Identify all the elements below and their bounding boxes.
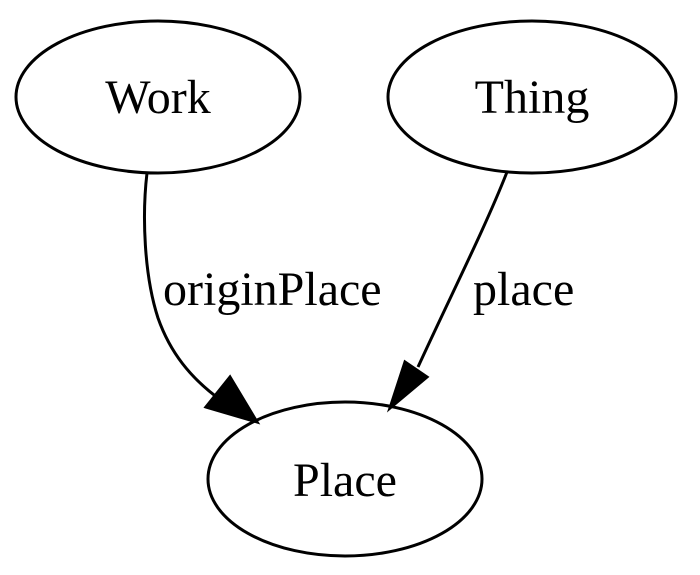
node-thing[interactable]: Thing (386, 19, 678, 175)
arrowhead-icon (203, 374, 261, 425)
node-thing-shape (386, 19, 678, 175)
edge-thing-to-place-line (416, 171, 509, 368)
edge-work-to-place-line (143, 172, 223, 403)
edge-label-originplace: originPlace (163, 263, 382, 316)
node-thing-label: Thing (475, 71, 590, 124)
arrowhead-icon (386, 359, 430, 413)
node-place-shape (206, 400, 484, 558)
node-work[interactable]: Work (14, 19, 302, 175)
edge-label-place: place (473, 263, 574, 316)
node-place[interactable]: Place (206, 400, 484, 558)
node-place-label: Place (293, 454, 397, 507)
edge-thing-to-place: place (386, 171, 574, 413)
edge-work-to-place: originPlace (143, 172, 382, 425)
node-work-shape (14, 19, 302, 175)
node-work-label: Work (105, 71, 210, 124)
